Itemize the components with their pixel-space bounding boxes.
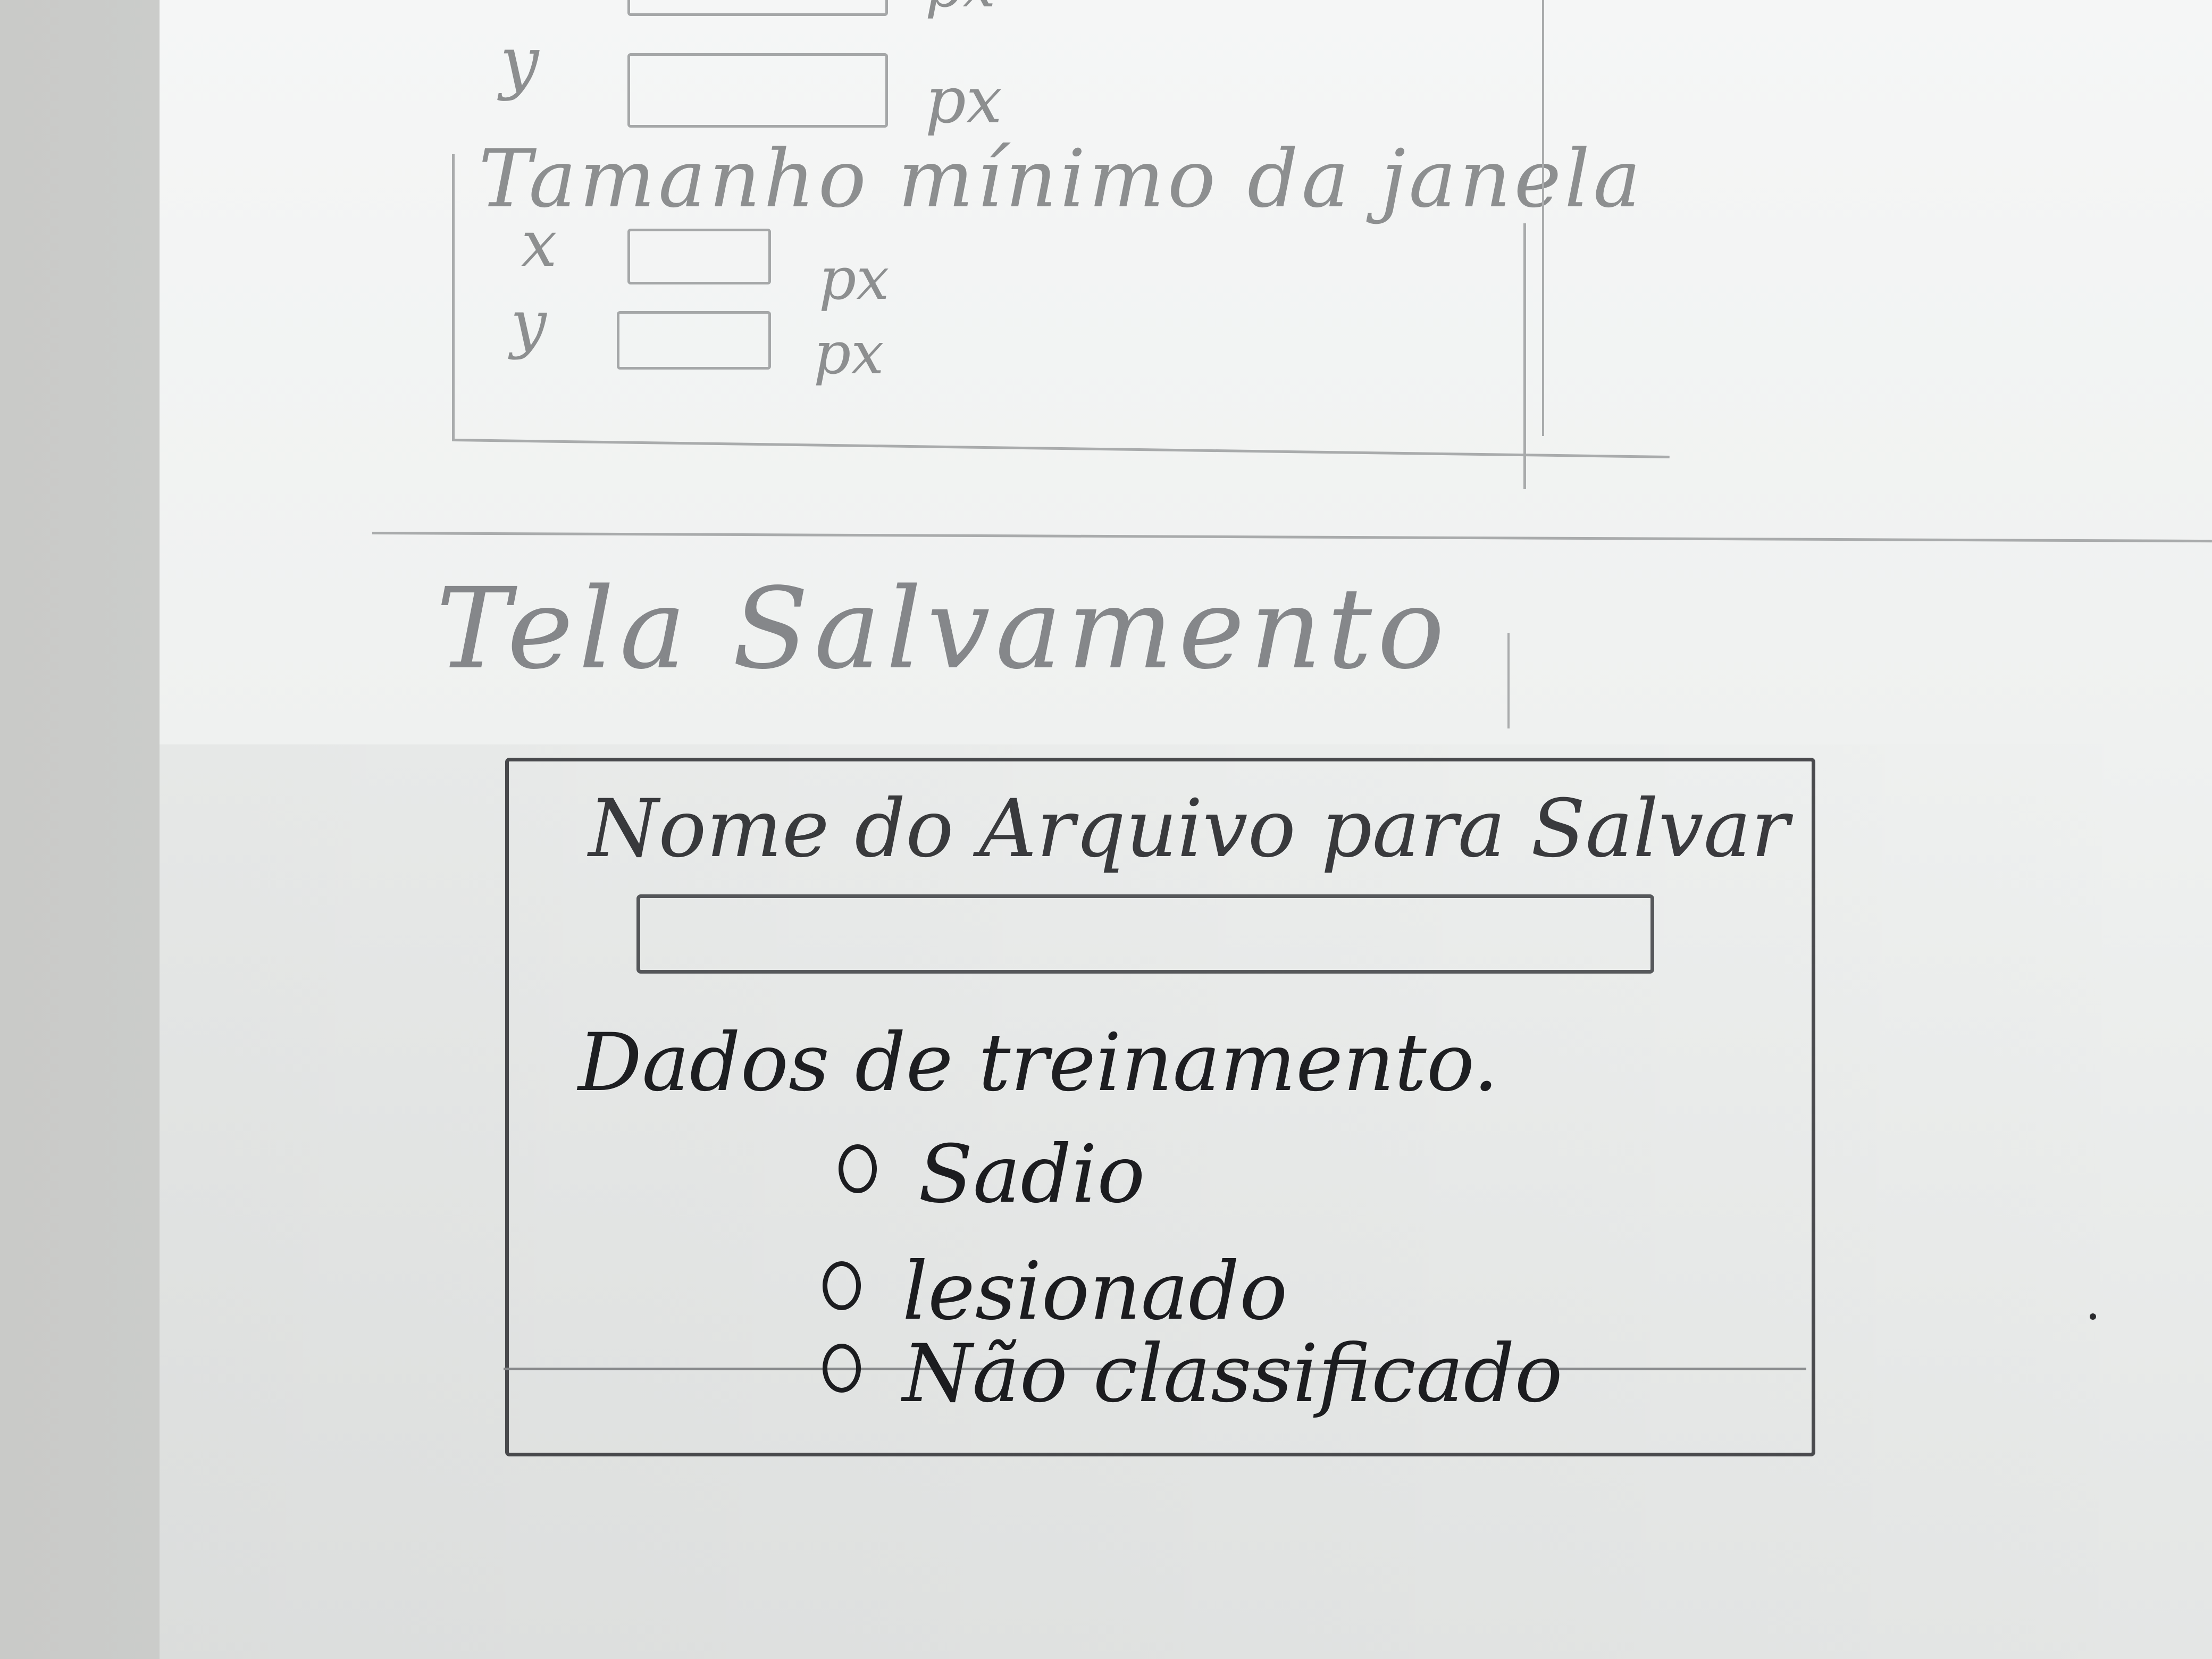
min-y-px: px <box>814 319 884 387</box>
option-label: Sadio <box>918 1128 1145 1221</box>
prev-y-label: y <box>500 21 539 102</box>
screen-title: Tela Salvamento <box>436 564 1450 694</box>
prev-px-label-2: px <box>925 64 1002 138</box>
min-size-box-bottom <box>451 439 1670 458</box>
paper-edge-line-2 <box>1507 633 1510 728</box>
min-x-input <box>627 229 771 284</box>
radio-button-circle[interactable] <box>823 1344 861 1393</box>
paper-edge-line <box>1542 0 1544 436</box>
radio-button-circle[interactable] <box>839 1144 877 1193</box>
prev-y-input <box>627 53 888 128</box>
radio-button-circle[interactable] <box>823 1261 861 1310</box>
min-size-box-right <box>1523 223 1526 489</box>
filename-label: Nome do Arquivo para Salvar <box>589 783 1789 875</box>
min-x-label: x <box>521 207 557 281</box>
min-size-box-left <box>452 154 455 441</box>
min-y-label: y <box>510 287 547 361</box>
min-y-input <box>617 311 771 370</box>
strike-line <box>504 1368 1806 1370</box>
option-label: Não classificado <box>902 1328 1563 1420</box>
pencil-dot <box>2090 1313 2096 1320</box>
min-size-title: Tamanho mínimo da janela <box>479 133 1644 225</box>
section-divider <box>372 532 2212 543</box>
paper-sheet: px y px Tamanho mínimo da janela x px y … <box>160 0 2212 1659</box>
option-label: lesionado <box>902 1245 1288 1338</box>
prev-input-box-top <box>627 0 888 16</box>
filename-input[interactable] <box>636 894 1654 974</box>
min-x-px: px <box>819 245 890 313</box>
save-dialog: Nome do Arquivo para Salvar Dados de tre… <box>504 758 1815 1456</box>
training-data-label: Dados de treinamento. <box>578 1017 1499 1109</box>
prev-px-label: px <box>925 0 995 20</box>
